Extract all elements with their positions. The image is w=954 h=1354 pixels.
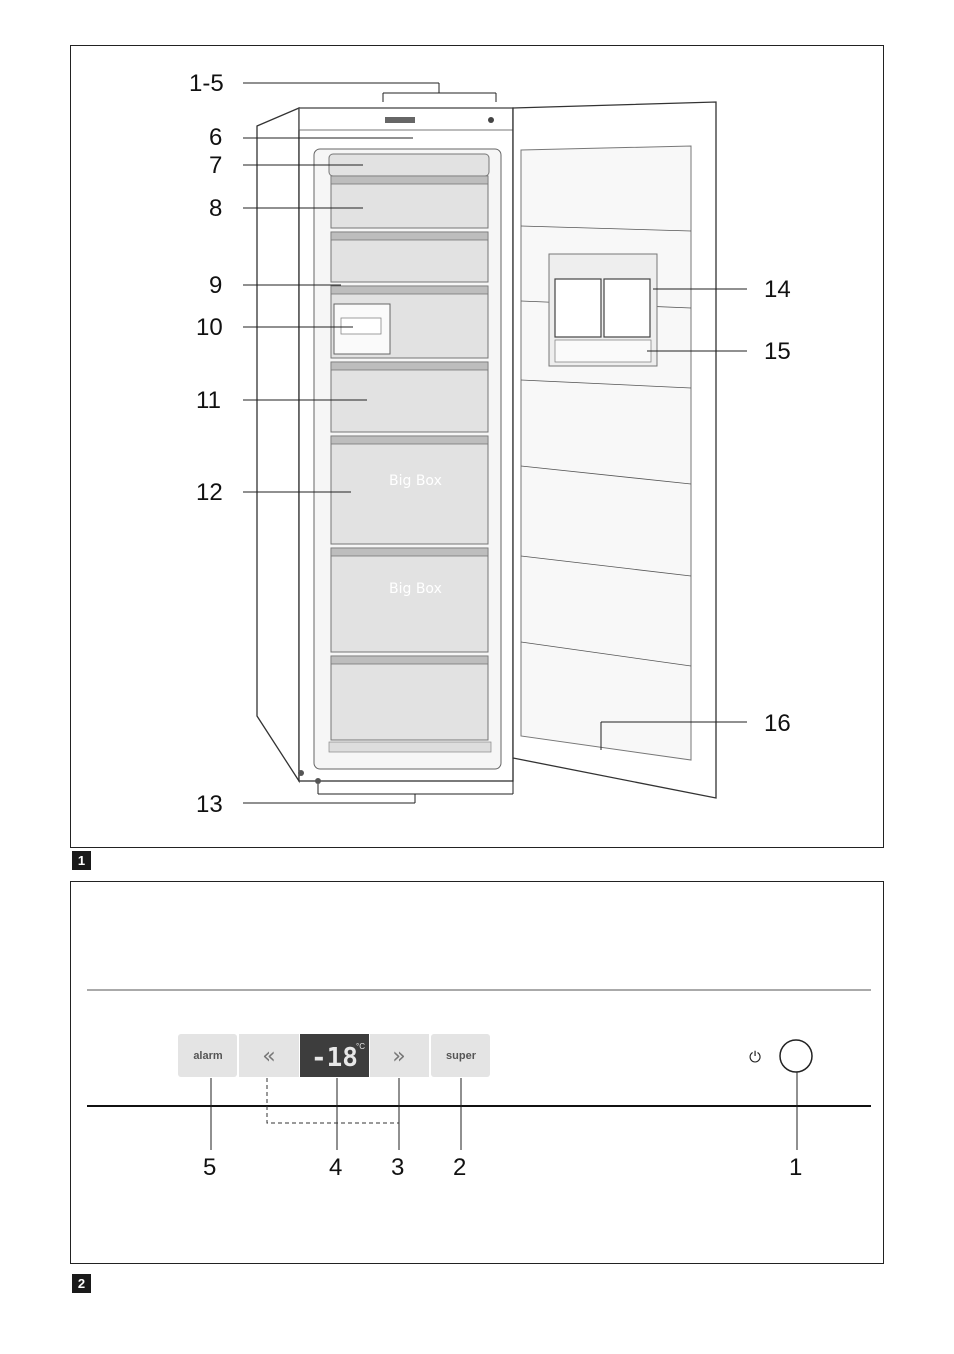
super-button[interactable]: super bbox=[431, 1034, 490, 1077]
drawer-label-big-box-1: Big Box bbox=[389, 473, 442, 489]
control-panel-illustration: alarm « -18 °C » super ⏻ bbox=[87, 989, 871, 1181]
callout-6: 6 bbox=[209, 124, 222, 151]
panel-callout-4: 4 bbox=[329, 1154, 342, 1181]
cabinet-side bbox=[256, 107, 300, 784]
power-button[interactable] bbox=[779, 1039, 813, 1073]
display-value: -18 bbox=[311, 1043, 358, 1073]
alarm-button[interactable]: alarm bbox=[178, 1034, 237, 1077]
callout-9: 9 bbox=[209, 272, 222, 299]
panel-callout-2: 2 bbox=[453, 1154, 466, 1181]
callout-7: 7 bbox=[209, 152, 222, 179]
callout-16: 16 bbox=[764, 710, 791, 737]
callout-10: 10 bbox=[196, 314, 223, 341]
freezer-illustration: Big Box Big Box bbox=[189, 70, 791, 818]
temp-up-button[interactable]: » bbox=[370, 1034, 429, 1077]
super-label: super bbox=[446, 1050, 477, 1062]
callout-15: 15 bbox=[764, 338, 791, 365]
callout-8: 8 bbox=[209, 195, 222, 222]
callout-13: 13 bbox=[196, 791, 223, 818]
bottom-grille bbox=[328, 741, 492, 753]
cold-pack-left bbox=[554, 278, 602, 338]
door-inner-panel bbox=[520, 145, 692, 761]
alarm-label: alarm bbox=[193, 1050, 223, 1062]
figure-2-tag: 2 bbox=[72, 1274, 91, 1293]
freezing-calendar bbox=[554, 339, 652, 363]
figure-1-freezer-diagram: Big Box Big Box bbox=[70, 45, 884, 848]
figure-2-control-panel: alarm « -18 °C » super ⏻ bbox=[70, 881, 884, 1264]
panel-callout-3: 3 bbox=[391, 1154, 404, 1181]
display-unit: °C bbox=[356, 1042, 365, 1051]
callout-14: 14 bbox=[764, 276, 791, 303]
mini-power-button bbox=[488, 117, 494, 123]
mini-control-display bbox=[385, 117, 415, 123]
temp-down-button[interactable]: « bbox=[239, 1034, 299, 1077]
figure-1-tag: 1 bbox=[72, 851, 91, 870]
power-symbol-icon: ⏻ bbox=[749, 1048, 761, 1066]
panel-callout-1: 1 bbox=[789, 1154, 802, 1181]
chevron-right-icon: » bbox=[392, 1044, 405, 1069]
drawer-label-big-box-2: Big Box bbox=[389, 581, 442, 597]
panel-callout-5: 5 bbox=[203, 1154, 216, 1181]
cold-pack-right bbox=[603, 278, 651, 338]
chevron-left-icon: « bbox=[262, 1044, 275, 1069]
callout-1-5: 1-5 bbox=[189, 70, 224, 97]
callout-12: 12 bbox=[196, 479, 223, 506]
temperature-display: -18 °C bbox=[300, 1034, 369, 1077]
leader-lines bbox=[243, 82, 747, 804]
callout-11: 11 bbox=[196, 387, 221, 414]
panel-leader-lines bbox=[210, 1072, 798, 1150]
adjustable-foot bbox=[315, 778, 321, 784]
